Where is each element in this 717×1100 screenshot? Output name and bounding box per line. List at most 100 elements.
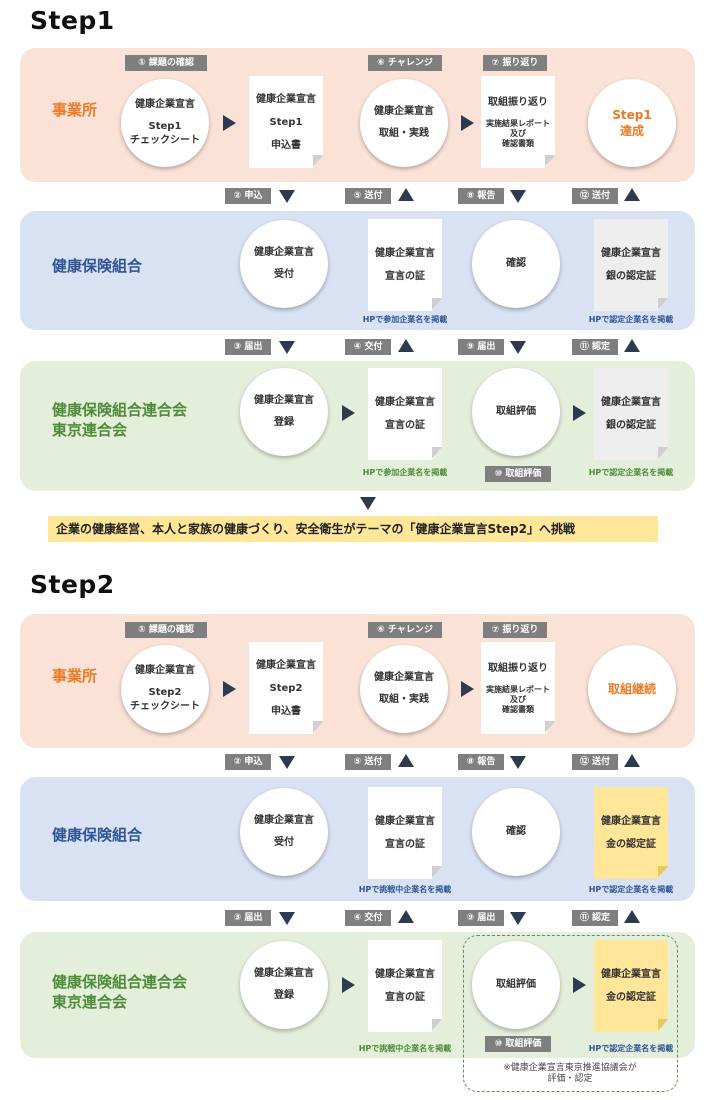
step1-kaccept-l1: 健康企業宣言	[254, 247, 314, 258]
step1-rengo-label-2: 東京連合会	[52, 421, 128, 439]
step1-kenpo-cert-doc: 健康企業宣言 宣言の証	[368, 219, 442, 311]
triangle-down-icon	[279, 190, 295, 203]
step2-rengo-register-circle: 健康企業宣言 登録	[240, 941, 328, 1029]
step1-tag-5: ⑤ 送付	[345, 188, 391, 204]
step2-kcert-l1: 健康企業宣言	[375, 816, 435, 827]
triangle-down-icon	[360, 497, 376, 510]
triangle-right-icon	[342, 405, 355, 421]
triangle-up-icon	[398, 754, 414, 767]
step2-challenge-banner: 企業の健康経営、本人と家族の健康づくり、安全衛生がテーマの「健康企業宣言Step…	[48, 516, 658, 542]
step1-tag-7: ⑦ 振り返り	[483, 55, 547, 71]
step2-review-l2: 実施結果レポート	[486, 684, 550, 694]
step1-kenpo-confirm-circle: 確認	[472, 220, 560, 308]
step2-tag-8: ⑧ 報告	[458, 754, 504, 770]
step1-ksilver-l2: 銀の認定証	[606, 271, 656, 282]
step2-tag-7: ⑦ 振り返り	[483, 622, 547, 638]
step2-rengo-label-1: 健康保険組合連合会	[52, 973, 188, 991]
triangle-down-icon	[279, 912, 295, 925]
step1-kcert-l1: 健康企業宣言	[375, 248, 435, 259]
step1-tag-8: ⑧ 報告	[458, 188, 504, 204]
step2-review-doc: 取組振り返り 実施結果レポート 及び 確認書類	[481, 642, 555, 734]
step1-review-l1: 取組振り返り	[488, 96, 548, 108]
step2-practice-l2: 取組・実践	[379, 694, 429, 705]
step1-rcert-l2: 宣言の証	[385, 420, 425, 431]
step2-kenpo-cert-doc: 健康企業宣言 宣言の証	[368, 787, 442, 879]
step2-rengo-cert-doc: 健康企業宣言 宣言の証	[368, 940, 442, 1032]
triangle-up-icon	[624, 188, 640, 201]
step1-tag-2: ② 申込	[225, 188, 271, 204]
step2-apply-l3: 申込書	[271, 705, 301, 717]
step1-check-l3: チェックシート	[130, 135, 200, 146]
evaluation-note: ※健康企業宣言東京推進協議会が 評価・認定	[490, 1063, 650, 1085]
step1-tag-3: ③ 届出	[225, 339, 271, 355]
triangle-up-icon	[398, 188, 414, 201]
step2-review-l3: 及び	[510, 694, 526, 704]
step2-kcert-l2: 宣言の証	[385, 839, 425, 850]
step1-application-doc: 健康企業宣言 Step1 申込書	[249, 76, 323, 168]
step1-tag-1: ① 課題の確認	[125, 55, 207, 71]
triangle-down-icon	[279, 341, 295, 354]
step2-kgold-l2: 金の認定証	[606, 839, 656, 850]
step1-tag-12: ⑫ 送付	[572, 188, 618, 204]
step1-office-label: 事業所	[52, 101, 98, 119]
step1-tag-4: ④ 交付	[345, 339, 391, 355]
step1-rengo-label-1: 健康保険組合連合会	[52, 401, 188, 419]
step1-review-doc: 取組振り返り 実施結果レポート 及び 確認書類	[481, 76, 555, 168]
step2-practice-l1: 健康企業宣言	[374, 672, 434, 683]
step1-kenpo-accept-circle: 健康企業宣言 受付	[240, 220, 328, 308]
step1-practice-l1: 健康企業宣言	[374, 106, 434, 117]
step1-title: Step1	[30, 6, 115, 35]
step1-kenpo-band	[20, 211, 695, 330]
step2-kenpo-label: 健康保険組合	[52, 826, 143, 844]
step2-review-l4: 確認書類	[502, 704, 534, 714]
step2-check-l1: 健康企業宣言	[135, 665, 195, 676]
step1-kenpo-hp-right: HPで認定企業名を掲載	[588, 315, 674, 324]
step1-kconfirm-l1: 確認	[506, 258, 526, 269]
triangle-right-icon	[461, 681, 474, 697]
step2-kconfirm-l1: 確認	[506, 826, 526, 837]
triangle-up-icon	[624, 754, 640, 767]
step1-rsilver-l2: 銀の認定証	[606, 420, 656, 431]
step1-apply-l3: 申込書	[271, 139, 301, 151]
triangle-up-icon	[624, 339, 640, 352]
evaluation-note-l2: 評価・認定	[547, 1074, 593, 1084]
step2-goal-l1: 取組継続	[607, 682, 656, 696]
step2-tag-1: ① 課題の確認	[125, 622, 207, 638]
step1-kenpo-label: 健康保険組合	[52, 257, 143, 275]
step2-tag-12: ⑫ 送付	[572, 754, 618, 770]
step2-office-label: 事業所	[52, 667, 98, 685]
step1-rengo-eval-circle: 取組評価	[472, 368, 560, 456]
step1-reval-l1: 取組評価	[496, 406, 536, 417]
step1-tag-9: ⑨ 届出	[458, 339, 504, 355]
step1-rcert-l1: 健康企業宣言	[375, 397, 435, 408]
step1-rengo-register-circle: 健康企業宣言 登録	[240, 368, 328, 456]
step1-apply-l1: 健康企業宣言	[256, 93, 316, 105]
step2-apply-l1: 健康企業宣言	[256, 659, 316, 671]
step2-goal-circle: 取組継続	[588, 645, 676, 733]
step2-rreg-l1: 健康企業宣言	[254, 968, 314, 979]
step1-rengo-silver-doc: 健康企業宣言 銀の認定証	[594, 368, 668, 460]
step2-kenpo-confirm-circle: 確認	[472, 788, 560, 876]
step1-review-l4: 確認書類	[502, 138, 534, 148]
step1-rreg-l1: 健康企業宣言	[254, 395, 314, 406]
step2-kaccept-l1: 健康企業宣言	[254, 815, 314, 826]
step1-review-l2: 実施結果レポート	[486, 118, 550, 128]
step2-rengo-hp-right: HPで認定企業名を掲載	[588, 1044, 674, 1053]
step2-title: Step2	[30, 570, 115, 599]
triangle-down-icon	[279, 756, 295, 769]
step2-rcert-l2: 宣言の証	[385, 992, 425, 1003]
step2-kenpo-gold-doc: 健康企業宣言 金の認定証	[594, 787, 668, 879]
step1-review-l3: 及び	[510, 128, 526, 138]
triangle-up-icon	[624, 910, 640, 923]
step1-tag-11: ⑪ 認定	[572, 339, 618, 355]
step2-checksheet-circle: 健康企業宣言 Step2 チェックシート	[121, 645, 209, 733]
step1-practice-circle: 健康企業宣言 取組・実践	[360, 79, 448, 167]
triangle-right-icon	[342, 977, 355, 993]
step2-kenpo-hp-left: HPで挑戦中企業名を掲載	[358, 885, 452, 894]
step2-kenpo-accept-circle: 健康企業宣言 受付	[240, 788, 328, 876]
step2-kaccept-l2: 受付	[274, 837, 294, 848]
step2-rcert-l1: 健康企業宣言	[375, 969, 435, 980]
step2-rengo-gold-doc: 健康企業宣言 金の認定証	[594, 940, 668, 1032]
step2-rreg-l2: 登録	[274, 990, 294, 1001]
triangle-up-icon	[398, 910, 414, 923]
